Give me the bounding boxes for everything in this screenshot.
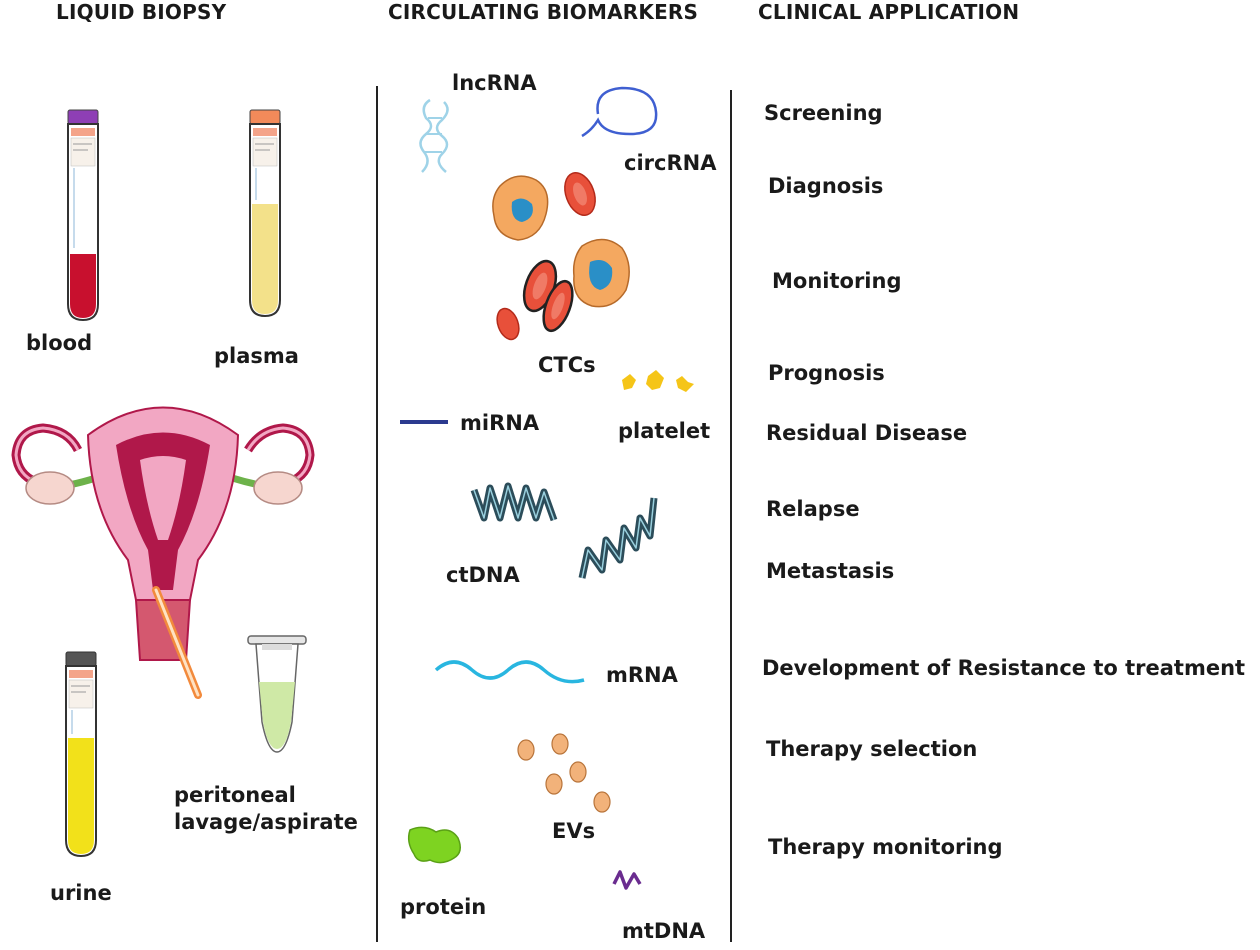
- eppendorf-tube-icon: [247, 635, 307, 753]
- circrna-icon: [581, 86, 658, 138]
- application-resistance: Development of Resistance to treatment: [762, 656, 1246, 680]
- uterus-icon: [11, 406, 315, 699]
- mtdna-icon: [612, 870, 642, 890]
- header-liquid-biopsy: LIQUID BIOPSY: [56, 0, 227, 24]
- label-mrna: mRNA: [606, 663, 678, 687]
- label-mirna: miRNA: [460, 411, 540, 435]
- label-circrna: circRNA: [624, 151, 717, 175]
- protein-icon: [407, 826, 461, 864]
- ctcs-cluster-icon: [492, 172, 630, 341]
- label-ctdna: ctDNA: [446, 563, 520, 587]
- ctdna-icon: [470, 482, 658, 579]
- divider-right: [730, 90, 732, 942]
- evs-icon: [517, 733, 611, 813]
- application-diagnosis: Diagnosis: [768, 174, 884, 198]
- blood-tube-icon: [67, 109, 99, 322]
- application-metastasis: Metastasis: [766, 559, 895, 583]
- header-circulating-biomarkers: CIRCULATING BIOMARKERS: [388, 0, 699, 24]
- application-screening: Screening: [764, 101, 883, 125]
- label-ctcs: CTCs: [538, 353, 596, 377]
- application-relapse: Relapse: [766, 497, 860, 521]
- mirna-icon: [400, 420, 448, 424]
- label-peritoneal: peritoneal lavage/aspirate: [174, 782, 358, 837]
- lncrna-icon: [419, 98, 449, 173]
- label-urine: urine: [50, 881, 112, 905]
- label-blood: blood: [26, 331, 93, 355]
- application-prognosis: Prognosis: [768, 361, 885, 385]
- application-residual-disease: Residual Disease: [766, 421, 968, 445]
- label-plasma: plasma: [214, 344, 299, 368]
- label-lncrna: lncRNA: [452, 71, 537, 95]
- label-evs: EVs: [552, 819, 596, 843]
- mrna-icon: [434, 660, 585, 684]
- label-mtdna: mtDNA: [622, 919, 706, 943]
- divider-left: [376, 86, 378, 942]
- label-protein: protein: [400, 895, 487, 919]
- application-therapy-monitoring: Therapy monitoring: [768, 835, 1003, 859]
- plasma-tube-icon: [249, 109, 281, 318]
- application-therapy-selection: Therapy selection: [766, 737, 978, 761]
- label-peritoneal-line1: peritoneal: [174, 783, 296, 807]
- platelet-icon: [622, 370, 694, 392]
- label-peritoneal-line2: lavage/aspirate: [174, 810, 358, 835]
- application-monitoring: Monitoring: [772, 269, 902, 293]
- header-clinical-application: CLINICAL APPLICATION: [758, 0, 1020, 24]
- label-platelet: platelet: [618, 419, 711, 443]
- urine-tube-icon: [65, 651, 97, 858]
